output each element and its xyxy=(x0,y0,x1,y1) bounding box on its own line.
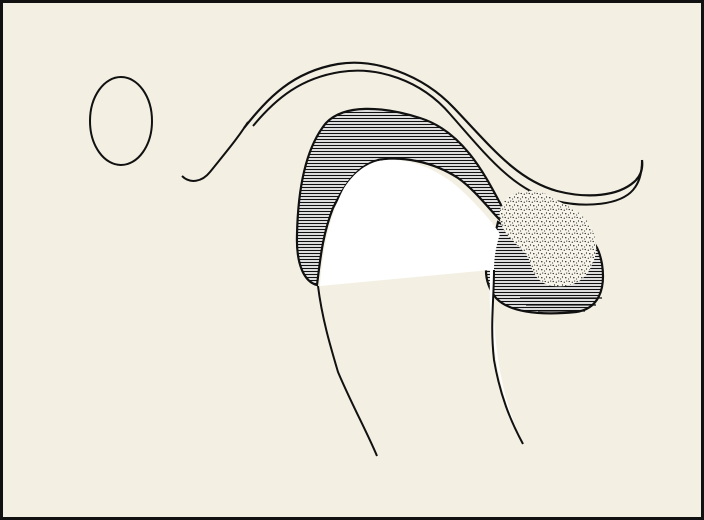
column-left-line xyxy=(318,286,377,456)
oval-shape-icon xyxy=(90,77,152,165)
left-lip-curve xyxy=(182,122,248,181)
